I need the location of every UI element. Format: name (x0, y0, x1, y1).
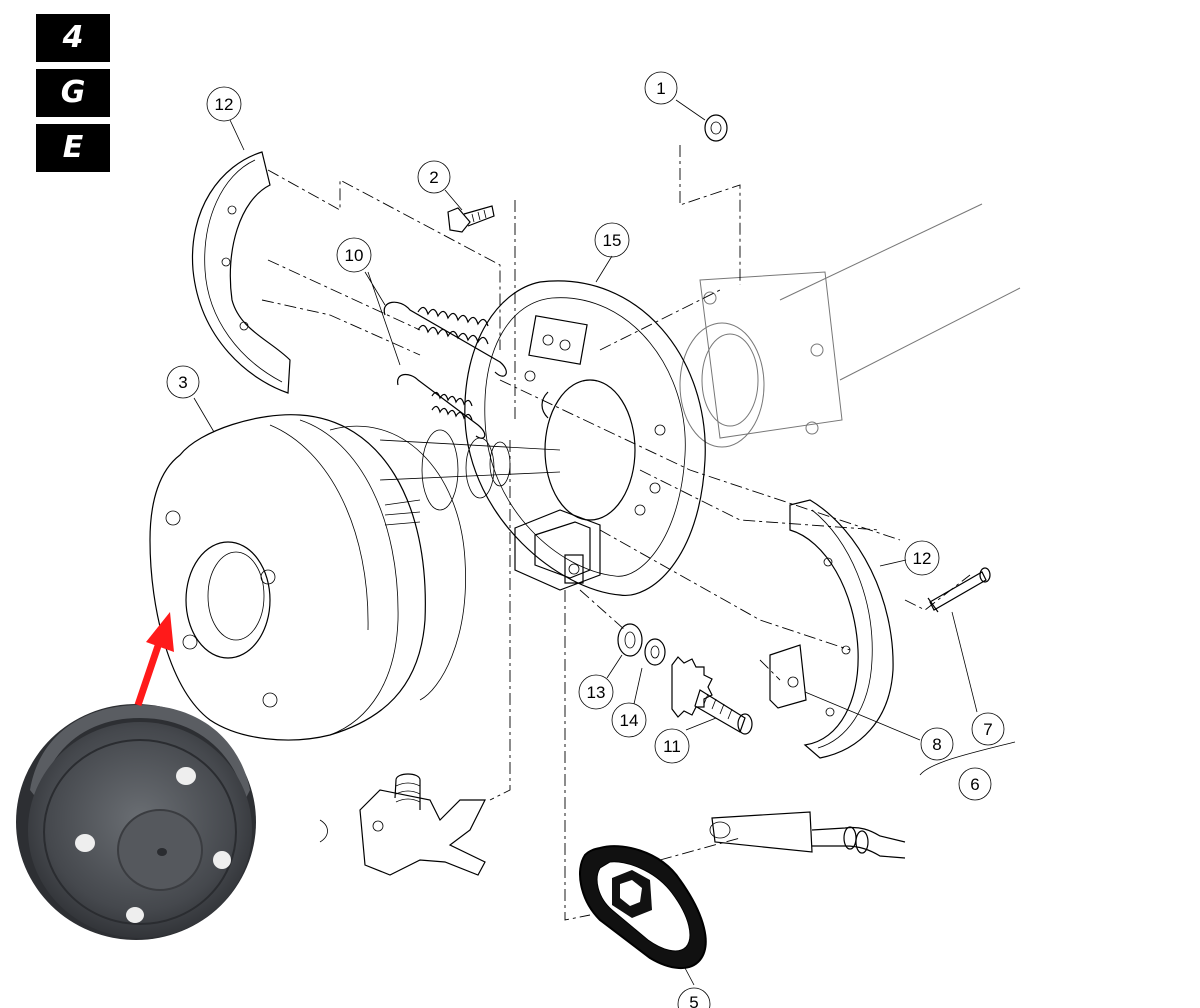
brake-shoe-lower (789, 499, 894, 759)
assembly-lines (261, 145, 971, 921)
callout-13: 13 (578, 674, 614, 710)
section-badge-3: E (36, 124, 110, 172)
callout-11: 11 (654, 728, 690, 764)
return-spring-lower (397, 374, 486, 439)
callout-label: 7 (983, 720, 992, 739)
washer-14 (644, 638, 666, 666)
callout-8: 8 (920, 727, 954, 761)
callout-12-upper: 12 (206, 86, 242, 122)
callout-label: 15 (603, 231, 622, 250)
leader-lines (193, 99, 1016, 986)
callout-2: 2 (417, 160, 451, 194)
nut (704, 114, 728, 142)
adjuster-assembly (514, 509, 601, 591)
bolt (447, 205, 495, 233)
callout-label: 13 (587, 683, 606, 702)
callout-6: 6 (958, 767, 992, 801)
callout-label: 14 (620, 711, 639, 730)
callout-label: 5 (689, 993, 698, 1008)
backing-plate (464, 280, 706, 596)
callout-12-lower: 12 (904, 540, 940, 576)
shoe-clip (769, 644, 807, 709)
adjusting-screw (671, 656, 753, 735)
drum-photo (16, 704, 256, 940)
callout-label: 2 (429, 168, 438, 187)
callout-label: 1 (656, 79, 665, 98)
callout-label: 3 (178, 373, 187, 392)
callout-5: 5 (677, 987, 711, 1008)
hold-down-pin (927, 567, 991, 613)
return-spring-upper (383, 301, 507, 377)
brake-cable (709, 811, 906, 859)
brake-shoe-upper (191, 151, 291, 394)
axle-tube (679, 203, 1021, 448)
axle-shaft (379, 429, 561, 526)
callout-label: 6 (970, 775, 979, 794)
park-brake-lever (319, 773, 486, 876)
callout-label: 12 (215, 95, 234, 114)
callout-label: 11 (663, 737, 681, 756)
callout-15: 15 (594, 222, 630, 258)
section-badge-2: G (36, 69, 110, 117)
washer-13 (617, 623, 643, 657)
callout-14: 14 (611, 702, 647, 738)
callout-7: 7 (971, 712, 1005, 746)
callout-3: 3 (166, 365, 200, 399)
callout-label: 10 (345, 246, 364, 265)
section-badge-1: 4 (36, 14, 110, 62)
dust-cover (579, 845, 707, 969)
brake-drum (149, 414, 466, 741)
callout-label: 12 (913, 549, 932, 568)
callout-10: 10 (336, 237, 372, 273)
red-arrow (134, 612, 174, 707)
callout-1: 1 (644, 71, 678, 105)
callout-label: 8 (932, 735, 941, 754)
